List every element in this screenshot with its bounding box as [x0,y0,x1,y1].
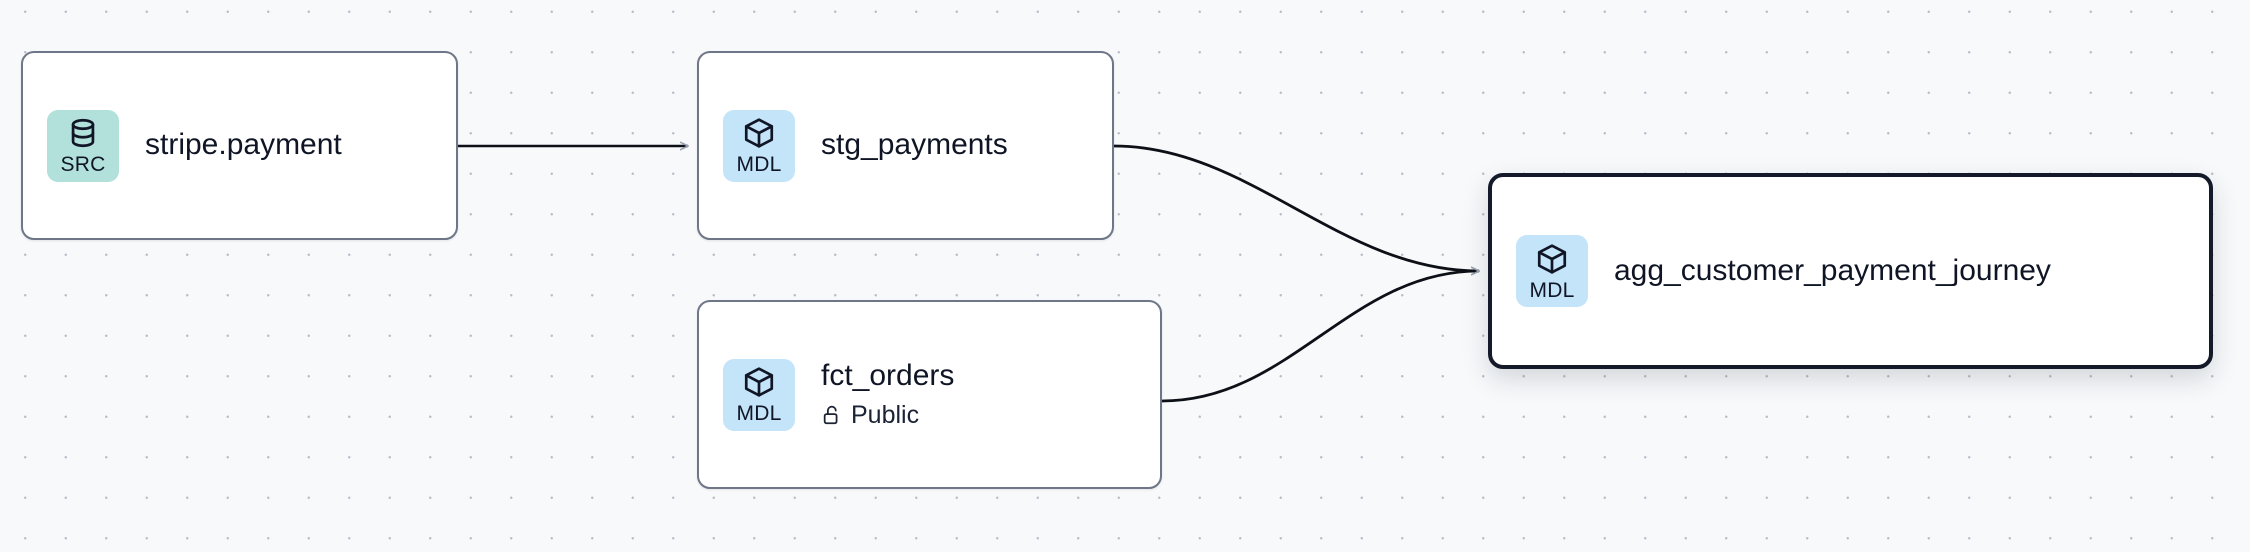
node-fct-orders[interactable]: MDL fct_orders Public [697,300,1162,489]
edge-fct-orders-to-agg [1161,271,1479,403]
badge-label: MDL [736,402,782,425]
node-agg-customer-payment-journey[interactable]: MDL agg_customer_payment_journey [1488,173,2213,369]
node-text-block: fct_orders Public [821,359,954,429]
node-text-block: stripe.payment [145,128,342,163]
node-type-badge-src: SRC [47,109,119,182]
node-stg-payments[interactable]: MDL stg_payments [697,51,1114,240]
node-text-block: agg_customer_payment_journey [1614,254,2051,289]
badge-label: MDL [1529,278,1575,302]
node-type-badge-mdl: MDL [723,109,795,182]
node-type-badge-mdl: MDL [723,358,795,431]
node-type-badge-mdl: MDL [1516,235,1588,307]
unlock-icon [821,404,843,426]
cube-icon [742,365,776,399]
edge-stg-payments-to-agg [1113,144,1479,271]
node-text-block: stg_payments [821,128,1008,163]
cube-icon [1535,242,1569,276]
database-icon [66,116,100,150]
node-title: stg_payments [821,128,1008,162]
node-title: fct_orders [821,359,955,393]
node-title: agg_customer_payment_journey [1614,253,2051,287]
node-stripe-payment[interactable]: SRC stripe.payment [21,51,458,240]
badge-label: SRC [60,153,106,176]
node-visibility-label: Public [851,400,920,429]
node-title: stripe.payment [145,128,342,162]
badge-label: MDL [736,153,782,176]
node-visibility: Public [821,401,954,430]
cube-icon [742,116,776,150]
